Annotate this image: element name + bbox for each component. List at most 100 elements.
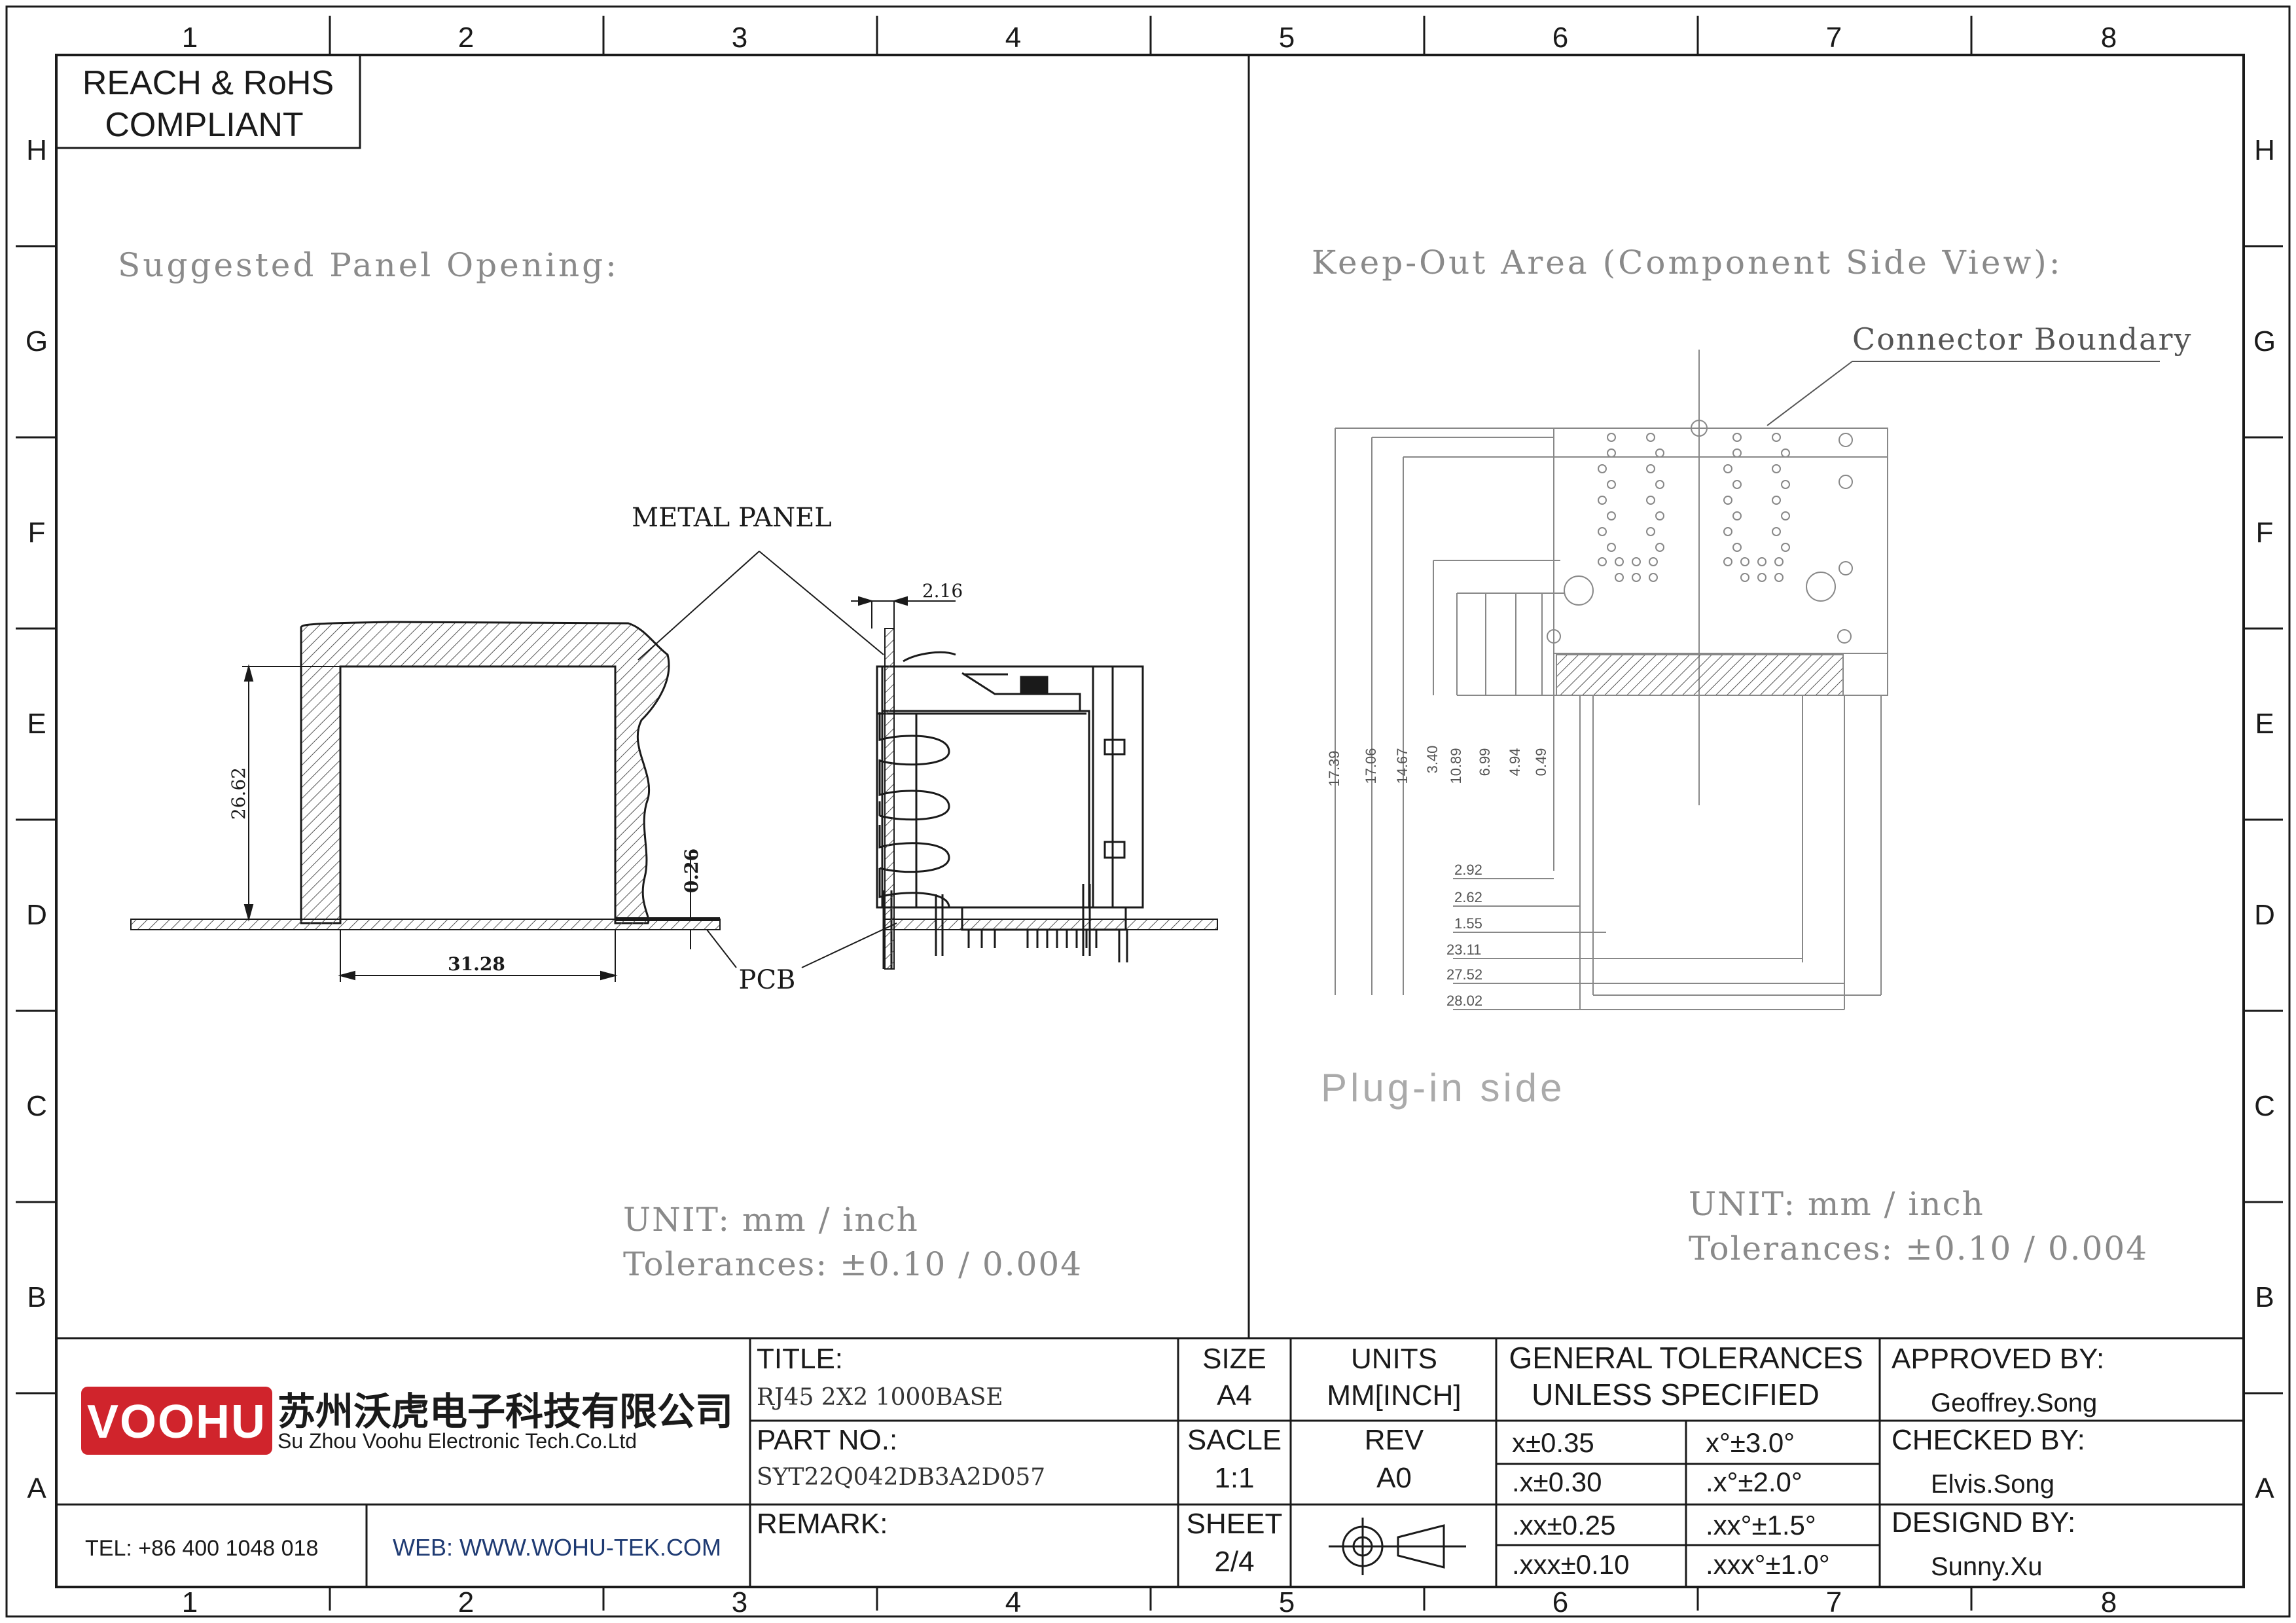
keepout-heading: Keep-Out Area (Component Side View): — [1312, 244, 2063, 282]
row-label-e-right: E — [2255, 708, 2274, 740]
size-label: SIZE — [1202, 1343, 1266, 1375]
col-label-3-bottom: 3 — [732, 1586, 747, 1618]
company-name-en: Su Zhou Voohu Electronic Tech.Co.Ltd — [278, 1429, 637, 1453]
col-label-2: 2 — [458, 22, 474, 54]
gt-line1: GENERAL TOLERANCES — [1509, 1341, 1863, 1375]
vdim-17-06: 17.06 — [1363, 748, 1379, 784]
row-label-d: D — [26, 899, 47, 931]
hdim-23-11: 23.11 — [1446, 941, 1481, 958]
row-label-c-right: C — [2254, 1090, 2275, 1122]
pcb-label: PCB — [739, 965, 796, 995]
dim-2-16 — [851, 596, 956, 629]
row-label-g-right: G — [2253, 325, 2276, 357]
hdim-1-55: 1.55 — [1454, 915, 1482, 932]
dim-label-2-16: 2.16 — [922, 580, 963, 602]
units-label: UNITS — [1351, 1343, 1437, 1375]
right-unit-text: UNIT: mm / inch — [1689, 1185, 1984, 1223]
connector-side-view — [876, 665, 1144, 909]
col-label-6-bottom: 6 — [1552, 1586, 1568, 1618]
tol-x: x±0.35 — [1512, 1427, 1594, 1458]
design-value: Sunny.Xu — [1931, 1552, 2043, 1581]
col-label-7-bottom: 7 — [1826, 1586, 1842, 1618]
row-label-f-right: F — [2256, 517, 2274, 549]
tol-dot-x: .x±0.30 — [1512, 1467, 1602, 1497]
title-value: RJ45 2X2 1000BASE — [757, 1384, 1003, 1411]
dim-label-26-62: 26.62 — [228, 767, 249, 820]
compliance-box — [55, 54, 361, 149]
part-value: SYT22Q042DB3A2D057 — [757, 1464, 1045, 1491]
sheet-value: 2/4 — [1214, 1546, 1254, 1578]
row-label-e: E — [27, 708, 46, 740]
col-label-1: 1 — [182, 22, 198, 54]
row-label-h: H — [26, 134, 47, 166]
hdim-27-52: 27.52 — [1446, 966, 1482, 983]
dim-label-31-28: 31.28 — [448, 953, 505, 975]
scale-value: 1:1 — [1214, 1462, 1254, 1494]
pcb-strip-connector — [883, 919, 1218, 930]
size-value: A4 — [1217, 1379, 1252, 1412]
row-label-d-right: D — [2254, 899, 2275, 931]
gt-line2: UNLESS SPECIFIED — [1532, 1377, 1820, 1412]
right-tolerance-text: Tolerances: ±0.10 / 0.004 — [1689, 1230, 2148, 1267]
row-label-b-right: B — [2255, 1281, 2274, 1313]
row-label-c: C — [26, 1090, 47, 1122]
connector-boundary-label: Connector Boundary — [1852, 321, 2193, 357]
compliance-line2: COMPLIANT — [105, 106, 303, 144]
left-unit-text: UNIT: mm / inch — [623, 1201, 919, 1239]
rev-value: A0 — [1376, 1462, 1412, 1494]
voohu-logo-badge — [81, 1387, 272, 1455]
hdim-28-02: 28.02 — [1446, 993, 1482, 1009]
vdim-14-67: 14.67 — [1394, 748, 1410, 784]
row-label-h-right: H — [2254, 134, 2275, 166]
title-label: TITLE: — [757, 1343, 843, 1375]
metal-panel-shape — [300, 621, 670, 924]
web-link[interactable]: WEB: WWW.WOHU-TEK.COM — [393, 1534, 721, 1561]
grid-col-ticks — [329, 16, 1973, 1611]
pcb-leaders — [706, 922, 897, 968]
connector-contacts — [878, 651, 956, 908]
plug-in-side-label: Plug-in side — [1321, 1066, 1566, 1110]
col-label-6: 6 — [1552, 22, 1568, 54]
row-label-a: A — [27, 1472, 46, 1504]
scale-label: SACLE — [1187, 1424, 1282, 1456]
tol-dot-xx-angle: .xx°±1.5° — [1706, 1510, 1816, 1541]
col-label-5: 5 — [1279, 22, 1295, 54]
remark-label: REMARK: — [757, 1508, 888, 1540]
connector-boundary-leader — [1767, 361, 2160, 426]
row-label-g: G — [26, 325, 48, 357]
compliance-line1: REACH & RoHS — [82, 64, 334, 102]
col-label-8-bottom: 8 — [2101, 1586, 2117, 1618]
tol-dot-xxx: .xxx±0.10 — [1512, 1549, 1629, 1580]
pcb-strip-left — [130, 919, 721, 930]
col-label-3: 3 — [732, 22, 747, 54]
tel-text: TEL: +86 400 1048 018 — [85, 1536, 318, 1561]
design-label: DESIGND BY: — [1892, 1506, 2075, 1539]
dim-26-62 — [242, 664, 340, 922]
voohu-logo-text: VOOHU — [87, 1396, 266, 1448]
col-label-7: 7 — [1826, 22, 1842, 54]
part-label: PART NO.: — [757, 1424, 897, 1456]
row-label-b: B — [27, 1281, 46, 1313]
projection-symbol-icon — [1329, 1518, 1466, 1575]
grid-row-ticks — [16, 245, 2283, 1395]
vdim-10-89: 10.89 — [1448, 748, 1464, 784]
pin-hole-array — [1598, 433, 1790, 582]
panel-thin-section — [884, 628, 895, 970]
checked-label: CHECKED BY: — [1892, 1424, 2085, 1456]
metal-panel-leaders — [637, 551, 884, 661]
vdim-4-94: 4.94 — [1507, 748, 1523, 776]
col-label-1-bottom: 1 — [182, 1586, 198, 1618]
metal-panel-label: METAL PANEL — [632, 503, 832, 533]
vdim-0-49: 0.49 — [1533, 748, 1549, 776]
sheet-label: SHEET — [1187, 1508, 1283, 1540]
title-block-grid — [56, 1337, 2244, 1587]
vdim-3-40: 3.40 — [1424, 746, 1441, 774]
panel-opening-heading: Suggested Panel Opening: — [118, 246, 619, 284]
vdim-6-99: 6.99 — [1477, 748, 1493, 776]
col-label-4-bottom: 4 — [1005, 1586, 1021, 1618]
hdim-2-62: 2.62 — [1454, 889, 1482, 905]
hdim-2-92: 2.92 — [1454, 862, 1482, 878]
row-label-f: F — [28, 517, 46, 549]
tol-dot-xxx-angle: .xxx°±1.0° — [1706, 1549, 1830, 1580]
